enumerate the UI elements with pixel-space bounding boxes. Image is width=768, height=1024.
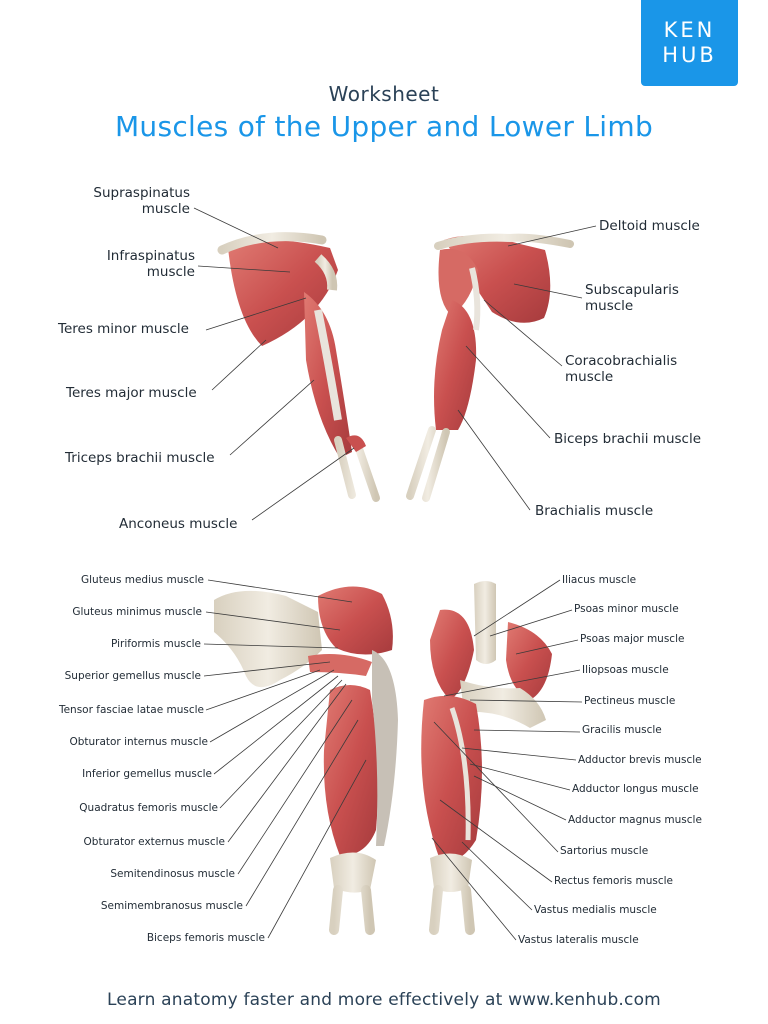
label-vastus-lateralis: Vastus lateralis muscle bbox=[518, 934, 639, 946]
kenhub-logo[interactable]: KEN HUB bbox=[641, 0, 738, 86]
worksheet-subtitle: Worksheet bbox=[328, 82, 440, 106]
label-semimembranosus: Semimembranosus muscle bbox=[100, 900, 243, 912]
label-gracilis: Gracilis muscle bbox=[582, 724, 662, 736]
label-supraspinatus: Supraspinatus muscle bbox=[60, 185, 190, 217]
label-psoas-minor: Psoas minor muscle bbox=[574, 603, 679, 615]
label-adductor-longus: Adductor longus muscle bbox=[572, 783, 699, 795]
label-teres-minor: Teres minor muscle bbox=[58, 321, 189, 337]
label-obturator-internus: Obturator internus muscle bbox=[69, 736, 208, 748]
label-biceps-brachii: Biceps brachii muscle bbox=[554, 431, 702, 447]
label-line: Supraspinatus bbox=[93, 185, 190, 201]
label-psoas-major: Psoas major muscle bbox=[580, 633, 685, 645]
leader-lines bbox=[193, 207, 597, 941]
label-obturator-externus: Obturator externus muscle bbox=[83, 836, 225, 848]
label-pectineus: Pectineus muscle bbox=[584, 695, 676, 707]
label-superior-gemellus: Superior gemellus muscle bbox=[64, 670, 201, 682]
label-coracobrachialis: Coracobrachialis muscle bbox=[565, 353, 677, 385]
label-teres-major: Teres major muscle bbox=[66, 385, 197, 401]
label-line: Infraspinatus bbox=[106, 248, 195, 264]
posterior-leg-figure bbox=[214, 586, 398, 935]
label-quadratus-femoris: Quadratus femoris muscle bbox=[79, 802, 218, 814]
label-line: muscle bbox=[146, 264, 195, 280]
logo-line-2: HUB bbox=[662, 43, 717, 67]
label-tensor-fasciae-latae: Tensor fasciae latae muscle bbox=[58, 704, 204, 716]
label-subscapularis: Subscapularis muscle bbox=[585, 282, 679, 314]
posterior-arm-figure bbox=[217, 232, 380, 502]
label-adductor-magnus: Adductor magnus muscle bbox=[568, 814, 702, 826]
label-line: Subscapularis bbox=[585, 282, 679, 298]
label-adductor-brevis: Adductor brevis muscle bbox=[578, 754, 702, 766]
label-piriformis: Piriformis muscle bbox=[111, 638, 201, 650]
label-iliopsoas: Iliopsoas muscle bbox=[582, 664, 669, 676]
label-inferior-gemellus: Inferior gemellus muscle bbox=[82, 768, 212, 780]
label-anconeus: Anconeus muscle bbox=[119, 516, 238, 532]
label-line: muscle bbox=[565, 369, 614, 385]
page-title: Muscles of the Upper and Lower Limb bbox=[114, 110, 654, 143]
logo-line-1: KEN bbox=[663, 18, 716, 42]
label-line: Coracobrachialis bbox=[565, 353, 678, 369]
anterior-arm-figure bbox=[406, 233, 574, 502]
label-iliacus: Iliacus muscle bbox=[562, 574, 637, 586]
label-vastus-medialis: Vastus medialis muscle bbox=[534, 904, 657, 916]
label-biceps-femoris: Biceps femoris muscle bbox=[146, 932, 265, 944]
label-brachialis: Brachialis muscle bbox=[535, 503, 654, 519]
footer-tagline: Learn anatomy faster and more effectivel… bbox=[107, 990, 661, 1010]
label-line: muscle bbox=[585, 298, 634, 314]
label-deltoid: Deltoid muscle bbox=[599, 218, 700, 234]
label-gluteus-minimus: Gluteus minimus muscle bbox=[72, 606, 202, 618]
label-rectus-femoris: Rectus femoris muscle bbox=[554, 875, 673, 887]
label-gluteus-medius: Gluteus medius muscle bbox=[81, 574, 204, 586]
label-triceps-brachii: Triceps brachii muscle bbox=[65, 450, 215, 466]
label-infraspinatus: Infraspinatus muscle bbox=[60, 248, 195, 280]
label-line: muscle bbox=[141, 201, 190, 217]
label-sartorius: Sartorius muscle bbox=[560, 845, 649, 857]
label-semitendinosus: Semitendinosus muscle bbox=[110, 868, 235, 880]
